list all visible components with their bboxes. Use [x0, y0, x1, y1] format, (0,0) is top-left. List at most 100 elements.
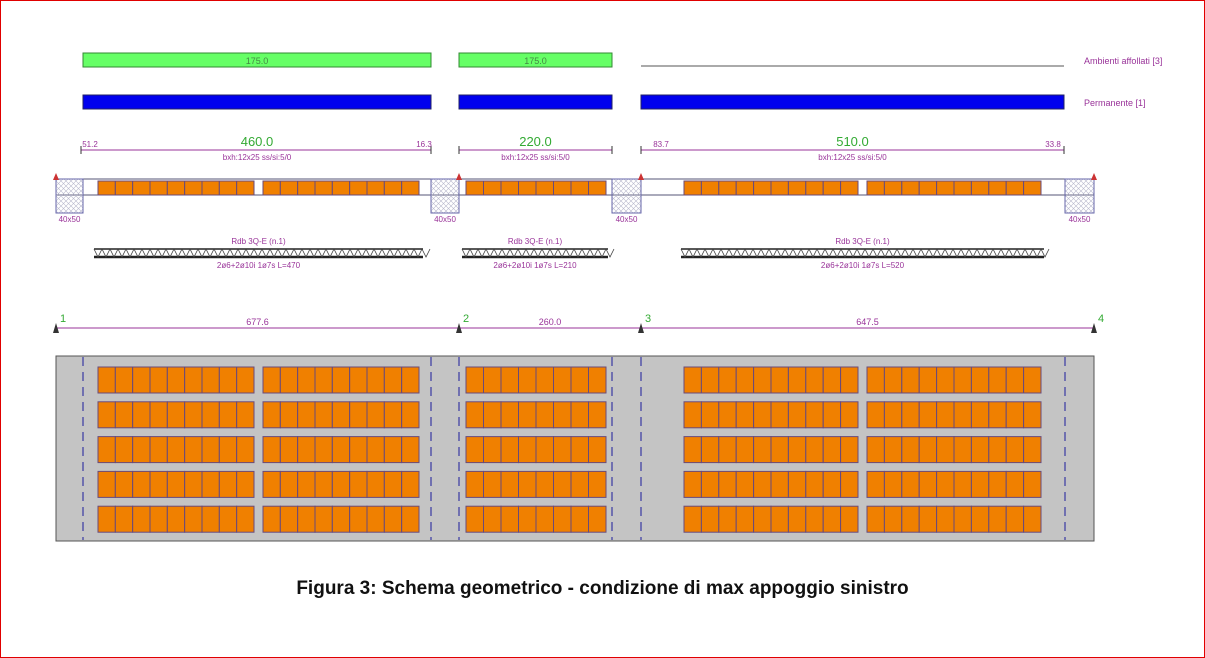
lightening-block [1023, 180, 1042, 196]
axis-span-length: 260.0 [539, 317, 562, 327]
permanent-load-bar [458, 94, 613, 110]
plan-block [822, 470, 842, 498]
plan-block [236, 366, 255, 394]
support-marker-icon [1091, 173, 1097, 180]
plan-block [314, 470, 333, 498]
plan-block [805, 505, 824, 533]
plan-block [822, 366, 842, 394]
plan-block [149, 505, 168, 533]
lightening-block [918, 180, 938, 196]
variable-load-bar [458, 52, 613, 68]
plan-block [953, 505, 972, 533]
plan-block [918, 505, 938, 533]
plan-block [114, 505, 134, 533]
plan-block [184, 505, 203, 533]
support-marker-icon [638, 173, 644, 180]
lightening-block [822, 180, 842, 196]
plan-block [297, 470, 316, 498]
plan-block [383, 436, 403, 464]
plan-block [953, 401, 972, 429]
plan-block [866, 401, 885, 429]
plan-block [218, 366, 238, 394]
plan-block [553, 505, 572, 533]
truss-spec: 2ø6+2ø10i 1ø7s L=470 [217, 261, 301, 270]
plan-block [262, 401, 281, 429]
plan-block [787, 401, 807, 429]
plan-block [936, 366, 955, 394]
plan-block [331, 401, 351, 429]
plan-block [918, 470, 938, 498]
dimension-tick [80, 146, 432, 154]
left-offset: 51.2 [82, 140, 98, 149]
lightening-block [753, 180, 772, 196]
plan-block [700, 505, 720, 533]
truss-name: Rdb 3Q-E (n.1) [231, 237, 286, 246]
plan-block [201, 505, 220, 533]
plan-block [553, 366, 572, 394]
lightening-block [149, 180, 168, 196]
plan-block [753, 505, 772, 533]
node-number: 4 [1098, 313, 1104, 325]
plan-block [683, 505, 702, 533]
plan-block [970, 470, 990, 498]
plan-block [1005, 436, 1025, 464]
plan-block [700, 366, 720, 394]
plan-block [166, 470, 186, 498]
plan-block [279, 505, 299, 533]
plan-block [349, 401, 368, 429]
plan-block [483, 366, 502, 394]
plan-block [500, 505, 519, 533]
plan-block [535, 470, 554, 498]
plan-block [201, 401, 220, 429]
left-offset: 83.7 [653, 140, 669, 149]
plan-block [936, 470, 955, 498]
plan-block [787, 505, 807, 533]
plan-block [465, 401, 484, 429]
plan-block [149, 470, 168, 498]
plan-block [518, 505, 537, 533]
plan-block [683, 401, 702, 429]
lightening-block [297, 180, 316, 196]
plan-block [883, 366, 903, 394]
plan-block [805, 366, 824, 394]
plan-block [988, 470, 1007, 498]
plan-block [535, 401, 554, 429]
plan-block [936, 505, 955, 533]
plan-block [236, 401, 255, 429]
plan-block [805, 401, 824, 429]
plan-block [366, 505, 385, 533]
plan-block [401, 366, 420, 394]
plan-block [883, 505, 903, 533]
plan-block [718, 505, 737, 533]
plan-block [970, 366, 990, 394]
plan-block [1023, 366, 1042, 394]
plan-block [953, 436, 972, 464]
plan-block [97, 505, 116, 533]
plan-block [918, 366, 938, 394]
plan-block [822, 401, 842, 429]
plan-block [753, 401, 772, 429]
plan-block [383, 505, 403, 533]
legend-affollati: Ambienti affollati [3] [1084, 56, 1162, 66]
plan-block [236, 470, 255, 498]
lightening-block [518, 180, 537, 196]
plan-block [840, 401, 859, 429]
plan-block [822, 436, 842, 464]
plan-block [262, 436, 281, 464]
plan-block [988, 401, 1007, 429]
right-offset: 33.8 [1045, 140, 1061, 149]
plan-block [770, 401, 789, 429]
plan-block [936, 436, 955, 464]
plan-block [866, 366, 885, 394]
plan-block [331, 366, 351, 394]
plan-block [314, 505, 333, 533]
lightening-block [718, 180, 737, 196]
plan-block [518, 366, 537, 394]
lightening-block [988, 180, 1007, 196]
plan-block [314, 401, 333, 429]
plan-block [553, 401, 572, 429]
plan-block [770, 505, 789, 533]
permanent-load-bar [640, 94, 1065, 110]
